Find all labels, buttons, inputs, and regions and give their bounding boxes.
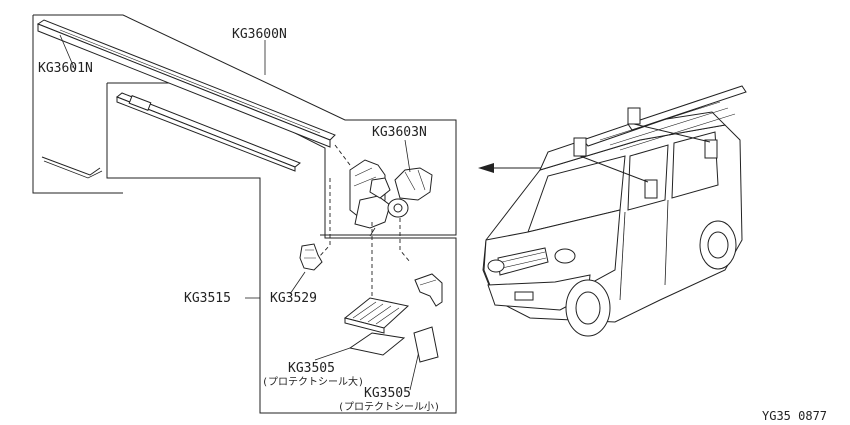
note-protect-seal-large: (プロテクトシール大) bbox=[262, 375, 364, 388]
label-kg3601n: KG3601N bbox=[38, 61, 93, 76]
label-kg3515: KG3515 bbox=[184, 291, 231, 306]
seal-strip bbox=[116, 92, 301, 172]
note-protect-seal-small: (プロテクトシール小) bbox=[338, 401, 440, 413]
rack-clamp-assembly bbox=[349, 159, 409, 237]
roof-rail-bar bbox=[36, 19, 336, 148]
end-cap-part bbox=[394, 167, 433, 201]
protect-seal-small bbox=[413, 326, 439, 363]
assembly-dashed-lines bbox=[317, 144, 411, 298]
protect-seal-large bbox=[348, 332, 406, 356]
diagram-code: YG35 0877 bbox=[762, 409, 827, 423]
clip-part bbox=[299, 243, 323, 271]
label-kg3505-small: KG3505 bbox=[364, 386, 411, 401]
mount-bracket-part bbox=[414, 273, 443, 307]
vehicle-illustration bbox=[482, 85, 747, 337]
foot-pad-part bbox=[343, 297, 410, 334]
label-kg3505-large: KG3505 bbox=[288, 361, 335, 376]
label-kg3600n: KG3600N bbox=[232, 27, 287, 42]
label-kg3529: KG3529 bbox=[270, 291, 317, 306]
kg3600n-kit-outline bbox=[32, 14, 457, 236]
label-kg3603n: KG3603N bbox=[372, 125, 427, 140]
hex-key-icon bbox=[41, 156, 103, 179]
